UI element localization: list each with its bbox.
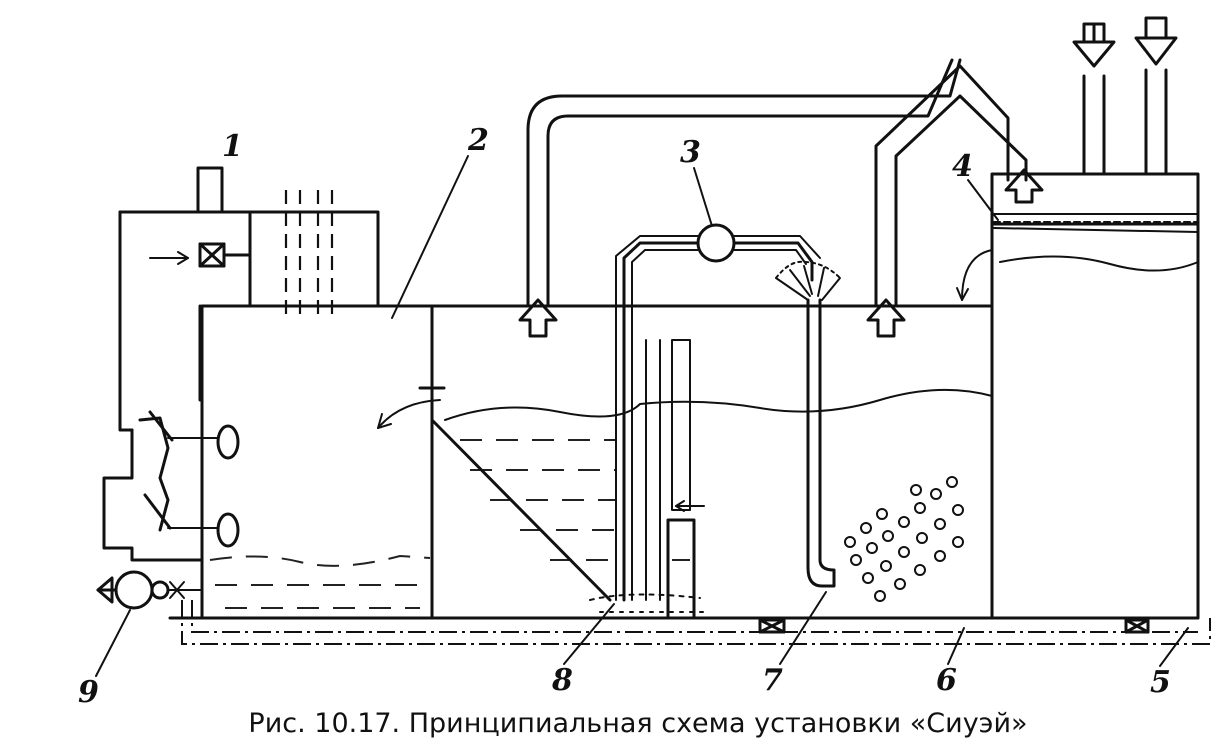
absorber-column-5 <box>956 16 1200 620</box>
circulation-pump-3 <box>615 223 821 620</box>
figure-caption: Рис. 10.17. Принципиальная схема установ… <box>248 708 1027 739</box>
spray-pipe-7 <box>775 260 841 588</box>
bottom-drain-lines <box>168 600 1211 645</box>
label-3: 3 <box>680 135 701 170</box>
return-ducts <box>518 58 1044 338</box>
label-9: 9 <box>78 675 99 710</box>
particle-bed-6 <box>844 476 964 602</box>
burner-assembly <box>102 304 240 562</box>
settling-tank <box>418 304 994 620</box>
gas-inlet-box <box>118 188 380 432</box>
label-2: 2 <box>467 123 489 158</box>
label-1: 1 <box>222 129 243 164</box>
label-7: 7 <box>762 663 783 698</box>
reactor-chamber <box>200 304 441 620</box>
label-8: 8 <box>551 663 573 698</box>
discharge-pump-9 <box>96 570 201 610</box>
label-4: 4 <box>952 149 973 184</box>
label-5: 5 <box>1150 665 1171 700</box>
callout-leaders <box>95 155 1189 677</box>
label-6: 6 <box>936 663 957 698</box>
component-1-regulator <box>196 166 252 268</box>
